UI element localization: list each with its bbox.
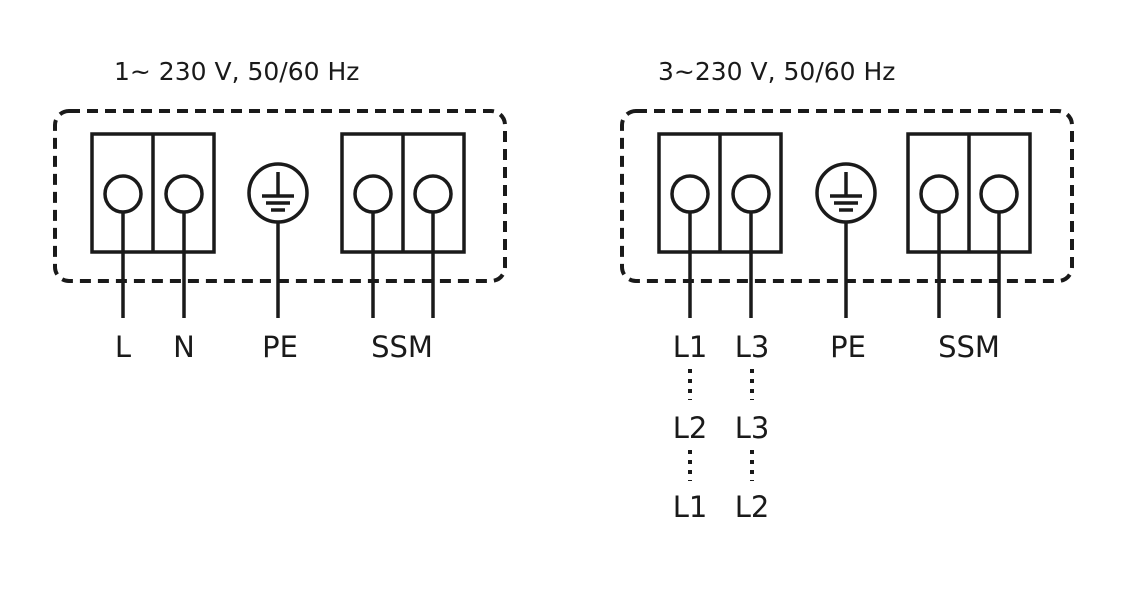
label-phase-a: L1 bbox=[673, 330, 708, 364]
terminal-phase-b-screw bbox=[731, 174, 771, 214]
ground-icon bbox=[262, 172, 294, 212]
terminal-l-screw bbox=[103, 174, 143, 214]
terminal-n-screw bbox=[164, 174, 204, 214]
power-terminal-block bbox=[90, 132, 216, 318]
terminal-ssm-1-screw bbox=[353, 174, 393, 214]
single-phase-connection: 1~ 230 V, 50/60 Hz bbox=[53, 57, 507, 364]
alt2-label-phase-a: L1 bbox=[673, 490, 708, 524]
three-phase-title: 3~230 V, 50/60 Hz bbox=[658, 57, 895, 86]
single-phase-title: 1~ 230 V, 50/60 Hz bbox=[114, 57, 359, 86]
terminal-ssm-2-screw bbox=[979, 174, 1019, 214]
label-pe: PE bbox=[262, 330, 298, 364]
three-phase-connection: 3~230 V, 50/60 Hz bbox=[620, 57, 1074, 524]
terminal-ssm-2-screw bbox=[413, 174, 453, 214]
terminal-box-outline bbox=[53, 109, 507, 283]
ground-icon bbox=[830, 172, 862, 212]
alt1-label-phase-a: L2 bbox=[673, 411, 708, 445]
label-l: L bbox=[115, 330, 131, 364]
label-phase-b: L3 bbox=[735, 330, 770, 364]
terminal-ssm-1-screw bbox=[919, 174, 959, 214]
pe-terminal bbox=[247, 162, 309, 318]
label-ssm: SSM bbox=[938, 330, 1000, 364]
ssm-terminal-block bbox=[906, 132, 1032, 318]
alt1-label-phase-b: L3 bbox=[735, 411, 770, 445]
pe-terminal bbox=[815, 162, 877, 318]
label-n: N bbox=[173, 330, 195, 364]
label-pe: PE bbox=[830, 330, 866, 364]
power-terminal-block bbox=[657, 132, 783, 318]
ssm-terminal-block bbox=[340, 132, 466, 318]
terminal-phase-a-screw bbox=[670, 174, 710, 214]
alt2-label-phase-b: L2 bbox=[735, 490, 770, 524]
label-ssm: SSM bbox=[371, 330, 433, 364]
